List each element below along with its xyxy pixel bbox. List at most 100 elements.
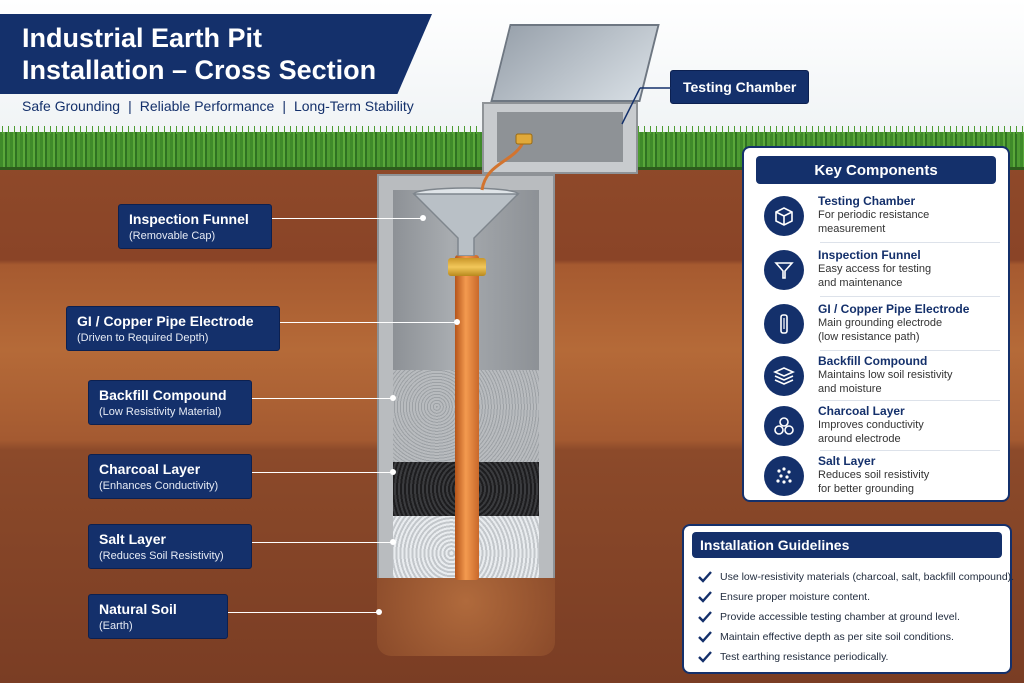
callout-backfill: Backfill Compound (Low Resistivity Mater… (88, 380, 252, 425)
leader-dot (390, 539, 396, 545)
callout-subtitle: (Low Resistivity Material) (99, 406, 222, 418)
key-item-desc: Improves conductivity (818, 419, 924, 431)
charcoal-icon (764, 406, 804, 446)
key-item-title: GI / Copper Pipe Electrode (818, 302, 970, 316)
leader-line (272, 218, 422, 219)
callout-subtitle: (Earth) (99, 620, 133, 632)
leader-dot (390, 469, 396, 475)
brass-clamp (448, 258, 486, 276)
key-item: Testing Chamber For periodic resistance … (764, 194, 1000, 244)
guideline-item: Ensure proper moisture content. (698, 590, 870, 604)
guideline-item: Use low-resistivity materials (charcoal,… (698, 570, 1014, 584)
callout-subtitle: (Driven to Required Depth) (77, 332, 209, 344)
key-item-title: Inspection Funnel (818, 248, 921, 262)
guideline-item: Maintain effective depth as per site soi… (698, 630, 954, 644)
subtitle-item: Reliable Performance (139, 98, 275, 114)
callout-subtitle: (Removable Cap) (129, 230, 216, 242)
divider (820, 242, 1000, 243)
key-item-desc: measurement (818, 222, 886, 235)
guideline-item: Provide accessible testing chamber at gr… (698, 610, 960, 624)
title-banner: Industrial Earth Pit Installation – Cros… (0, 14, 432, 94)
callout-title: GI / Copper Pipe Electrode (77, 313, 254, 329)
key-item-desc: (low resistance path) (818, 330, 920, 343)
divider (820, 450, 1000, 451)
checkmark-icon (698, 591, 712, 603)
key-item-desc: for better grounding (818, 482, 915, 495)
installation-guidelines-panel: Installation Guidelines Use low-resistiv… (682, 524, 1014, 674)
guidelines-heading: Installation Guidelines (692, 532, 1002, 558)
subtitle: Safe Grounding | Reliable Performance | Long… (22, 98, 414, 114)
leader-line (252, 542, 392, 543)
divider (820, 400, 1000, 401)
callout-testing-chamber: Testing Chamber (670, 70, 810, 104)
key-item-desc: around electrode (818, 432, 901, 445)
salt-icon (764, 456, 804, 496)
electrode-icon (764, 304, 804, 344)
key-item-desc: and maintenance (818, 276, 903, 289)
leader-line (280, 322, 456, 323)
subtitle-item: Long-Term Stability (293, 98, 414, 114)
leader-dot (390, 395, 396, 401)
key-item: GI / Copper Pipe Electrode Main groundin… (764, 302, 1000, 352)
subtitle-item: Safe Grounding (22, 98, 121, 114)
divider (820, 296, 1000, 297)
key-item-desc: and moisture (818, 382, 882, 395)
subtitle-separator: | (282, 98, 286, 114)
leader-line (621, 87, 672, 125)
guideline-text: Maintain effective depth as per site soi… (720, 631, 954, 643)
key-components-heading: Key Components (756, 156, 996, 184)
key-item: Charcoal Layer Improves conductivity aro… (764, 404, 1000, 454)
callout-salt: Salt Layer (Reduces Soil Resistivity) (88, 524, 252, 569)
guideline-text: Use low-resistivity materials (charcoal,… (720, 571, 1015, 583)
leader-line (228, 612, 378, 613)
callout-title: Backfill Compound (99, 387, 227, 403)
leader-dot (420, 215, 426, 221)
box-icon (764, 196, 804, 236)
key-item-desc: Main grounding electrode (818, 317, 943, 329)
page-title-line1: Industrial Earth Pit (22, 23, 263, 53)
callout-pipe-electrode: GI / Copper Pipe Electrode (Driven to Re… (66, 306, 280, 351)
subtitle-separator: | (128, 98, 132, 114)
leader-line (252, 472, 392, 473)
leader-dot (454, 319, 460, 325)
inspection-funnel-icon (412, 187, 520, 256)
funnel-icon (764, 250, 804, 290)
callout-charcoal: Charcoal Layer (Enhances Conductivity) (88, 454, 252, 499)
divider (820, 350, 1000, 351)
callout-natural-soil: Natural Soil (Earth) (88, 594, 228, 639)
leader-line (252, 398, 392, 399)
key-item: Backfill Compound Maintains low soil res… (764, 354, 1000, 404)
callout-subtitle: (Reduces Soil Resistivity) (99, 550, 224, 562)
guideline-text: Test earthing resistance periodically. (720, 651, 889, 663)
key-item-desc: For periodic resistance (818, 209, 930, 221)
key-item-title: Charcoal Layer (818, 404, 905, 418)
callout-title: Inspection Funnel (129, 211, 249, 227)
key-components-panel: Key Components Testing Chamber For perio… (742, 146, 1010, 502)
key-item-desc: Reduces soil resistivity (818, 469, 930, 481)
checkmark-icon (698, 611, 712, 623)
key-item-title: Salt Layer (818, 454, 876, 468)
callout-title: Testing Chamber (683, 79, 797, 95)
guideline-item: Test earthing resistance periodically. (698, 650, 888, 664)
callout-title: Salt Layer (99, 531, 166, 547)
callout-inspection-funnel: Inspection Funnel (Removable Cap) (118, 204, 272, 249)
callout-title: Charcoal Layer (99, 461, 201, 477)
key-item-desc: Maintains low soil resistivity (818, 369, 953, 381)
key-item: Inspection Funnel Easy access for testin… (764, 248, 1000, 298)
guideline-text: Provide accessible testing chamber at gr… (720, 611, 960, 623)
checkmark-icon (698, 631, 712, 643)
callout-subtitle: (Enhances Conductivity) (99, 480, 219, 492)
key-item-title: Testing Chamber (818, 194, 916, 208)
ground-wire-icon (480, 133, 533, 191)
callout-title: Natural Soil (99, 601, 177, 617)
pipe-electrode (455, 255, 479, 580)
layers-icon (764, 356, 804, 396)
key-item-desc: Easy access for testing (818, 263, 932, 275)
checkmark-icon (698, 571, 712, 583)
key-item: Salt Layer Reduces soil resistivity for … (764, 454, 1000, 504)
checkmark-icon (698, 651, 712, 663)
guideline-text: Ensure proper moisture content. (720, 591, 870, 603)
page-title-line2: Installation – Cross Section (22, 55, 377, 85)
leader-dot (376, 609, 382, 615)
natural-soil-layer (377, 578, 555, 656)
